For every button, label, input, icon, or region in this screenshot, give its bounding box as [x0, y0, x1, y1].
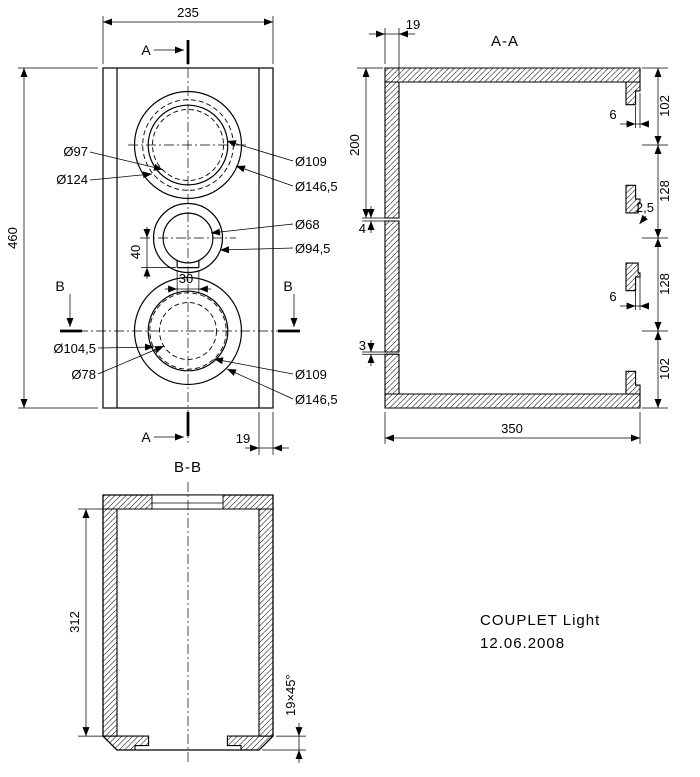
section-b-letter: B [55, 278, 64, 294]
section-aa-title: A-A [491, 33, 519, 50]
aa-baffle-p2 [625, 184, 641, 214]
dim-port-depth: 40 [128, 227, 176, 279]
section-mark-a-top: A [141, 42, 184, 58]
dim-102-top-text: 102 [657, 95, 672, 117]
drawing-date: 12.06.2008 [480, 635, 565, 652]
dim-aa-2-5: 2,5 [636, 200, 654, 225]
dim-front-wall: 19 [236, 412, 289, 455]
leader-top-back: Ø97 [63, 144, 164, 171]
section-mark-b-left: B [55, 278, 74, 327]
section-b-letter: B [283, 278, 292, 294]
section-bb: B-B 312 19×45° [67, 459, 306, 764]
dim-312-text: 312 [67, 611, 82, 633]
label-d146-bottom: Ø146,5 [295, 392, 338, 407]
section-bb-title: B-B [174, 459, 202, 476]
section-a-letter: A [141, 42, 151, 58]
dim-aa-chain: 102 128 128 102 [642, 67, 672, 409]
dim-30-text: 30 [179, 271, 193, 286]
bb-baffle-right [226, 735, 275, 751]
bb-rear-cutout [151, 494, 224, 510]
dim-102-bottom-text: 102 [657, 358, 672, 380]
aa-bottom-wall [384, 393, 641, 409]
front-view: A A B B [5, 5, 338, 455]
dim-chamfer-text: 19×45° [283, 674, 298, 716]
leader-bottom-back: Ø104,5 [53, 341, 155, 356]
section-a-letter: A [141, 429, 151, 445]
dim-aa-6-top: 6 [609, 93, 649, 128]
bb-baffle-left [101, 735, 150, 751]
dim-front-width: 235 [102, 5, 274, 64]
dim-4-text: 4 [359, 221, 366, 236]
dim-height-text: 460 [5, 227, 20, 249]
leader-bottom-rebate: Ø146,5 [226, 368, 338, 407]
leader-mid-rebate: Ø94,5 [219, 241, 330, 256]
dim-200-text: 200 [347, 134, 362, 156]
label-d109-top: Ø109 [295, 154, 327, 169]
aa-rear-wall-middle [384, 220, 400, 353]
section-mark-a-bottom: A [141, 429, 184, 445]
bb-left-wall [102, 508, 118, 737]
leader-top-rebate: Ø146,5 [235, 165, 338, 194]
dim-3-text: 3 [359, 338, 366, 353]
dim-6-top-text: 6 [609, 107, 616, 122]
dim-aa-4: 4 [359, 206, 375, 236]
leader-bottom-hole: Ø109 [213, 357, 327, 382]
leader-mid-hole: Ø68 [210, 217, 320, 236]
aa-baffle-p1 [625, 81, 641, 106]
leader-top-back-outer: Ø124 [56, 171, 153, 187]
label-d78: Ø78 [71, 367, 96, 382]
aa-rear-wall-lower [384, 353, 400, 395]
leader-bottom-back-inner: Ø78 [71, 345, 165, 382]
aa-rear-wall-upper [384, 81, 400, 219]
dim-128-bottom-text: 128 [657, 273, 672, 295]
aa-top-wall [384, 67, 641, 83]
mid-driver-cutout [152, 202, 224, 274]
label-d97: Ø97 [63, 144, 88, 159]
label-d124: Ø124 [56, 172, 88, 187]
aa-baffle-p3 [625, 262, 641, 292]
dim-front-height: 460 [5, 67, 98, 409]
bb-right-wall [258, 508, 274, 737]
dim-aa-350: 350 [384, 412, 641, 444]
dim-aa-19-text: 19 [406, 17, 420, 32]
dim-bb-chamfer: 19×45° [262, 674, 306, 763]
title-block: COUPLET Light 12.06.2008 [480, 612, 600, 652]
dim-port-width: 30 [165, 270, 211, 294]
aa-baffle-p4 [625, 370, 641, 395]
dim-19-text: 19 [236, 431, 250, 446]
leader-top-hole: Ø109 [226, 140, 327, 169]
label-d94: Ø94,5 [295, 241, 330, 256]
dim-aa-3: 3 [359, 338, 399, 366]
dim-bb-312: 312 [67, 508, 115, 737]
dim-aa-6-bottom: 6 [609, 276, 649, 310]
dim-width-text: 235 [177, 5, 199, 20]
label-d109-bottom: Ø109 [295, 367, 327, 382]
dim-40-text: 40 [128, 245, 143, 259]
section-aa: A-A 19 200 [347, 17, 672, 444]
dim-6-bottom-text: 6 [609, 289, 616, 304]
label-d104: Ø104,5 [53, 341, 96, 356]
dim-350-text: 350 [501, 421, 523, 436]
dim-aa-wall: 19 [369, 17, 420, 78]
dim-128-top-text: 128 [657, 180, 672, 202]
label-d146-top: Ø146,5 [295, 179, 338, 194]
label-d68: Ø68 [295, 217, 320, 232]
bottom-driver-cutout [133, 276, 243, 386]
dim-2-5-text: 2,5 [636, 200, 654, 215]
model-name: COUPLET Light [480, 612, 600, 629]
section-mark-b-right: B [283, 278, 298, 327]
